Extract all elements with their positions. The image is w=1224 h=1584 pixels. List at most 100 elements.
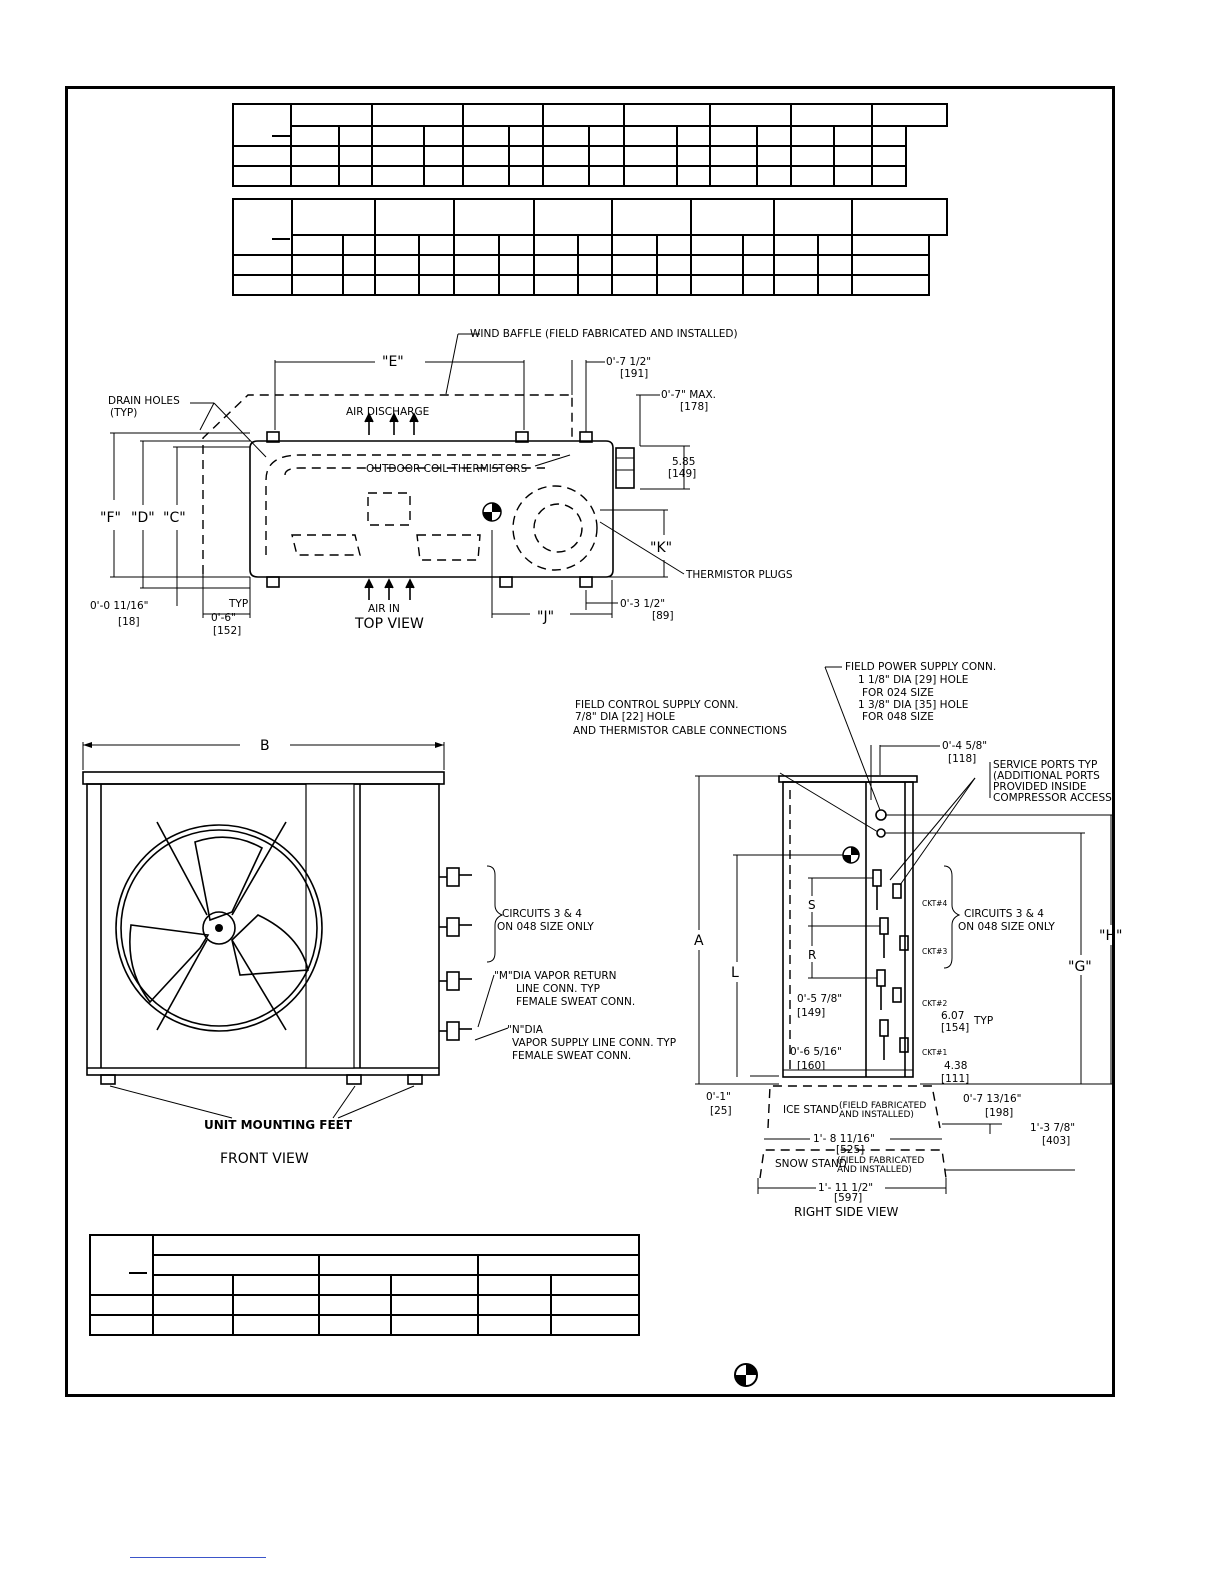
- dim-7-max-label: 0'-7" MAX.: [661, 389, 716, 401]
- mounting-foot: [346, 1074, 362, 1085]
- n-label-3: FEMALE SWEAT CONN.: [512, 1050, 631, 1062]
- footer-link-underline: [130, 1557, 266, 1558]
- dim-k-label: "K": [650, 540, 672, 556]
- dim-7-1316-mm: [198]: [985, 1107, 1013, 1119]
- outdoor-coil-thermistors-label: OUTDOOR COIL THERMISTORS: [366, 463, 528, 475]
- dimension-table-3: [89, 1234, 641, 1336]
- dim-7-1316-label: 0'-7 13/16": [963, 1093, 1021, 1105]
- drain-holes-typ: (TYP): [110, 407, 137, 419]
- front-body: [86, 783, 440, 1076]
- fan-guard: [115, 824, 323, 1032]
- dim-7-5-label: 0'-7 1/2": [606, 356, 651, 368]
- drain-holes-label: DRAIN HOLES: [108, 395, 180, 407]
- mount-tab: [579, 576, 593, 588]
- side-body: [782, 781, 914, 1078]
- front-service-connections: [439, 867, 472, 1041]
- snow-stand-label: SNOW STAND: [775, 1158, 847, 1170]
- fan-hub: [367, 492, 411, 526]
- snow-stand-field-2: AND INSTALLED): [837, 1165, 912, 1175]
- dim-s-label: S: [808, 898, 816, 912]
- n-label-2: VAPOR SUPPLY LINE CONN. TYP: [512, 1037, 676, 1049]
- power-supply-label-4: 1 3/8" DIA [35] HOLE: [858, 699, 968, 711]
- power-supply-label-1: FIELD POWER SUPPLY CONN.: [845, 661, 996, 673]
- wind-baffle-outline: [202, 394, 573, 574]
- service-valves-top: [615, 447, 635, 489]
- dim-6-516-label: 0'-6 5/16": [790, 1046, 842, 1058]
- dimension-table-2: [232, 198, 948, 296]
- top-view-body: [249, 440, 614, 578]
- dim-g-label: "G": [1068, 959, 1092, 975]
- fan-blade-top: [194, 836, 264, 922]
- control-supply-label-1: FIELD CONTROL SUPPLY CONN.: [575, 699, 739, 711]
- dim-a-label: A: [694, 933, 704, 949]
- dim-438-mm: [111]: [941, 1073, 969, 1085]
- dim-8-1116-mm: [525]: [836, 1144, 864, 1156]
- dim-6-516-mm: [160]: [797, 1060, 825, 1072]
- fan-blade-1: [291, 534, 361, 556]
- dim-11-12-mm: [597]: [834, 1192, 862, 1204]
- dim-4-58-label: 0'-4 5/8": [942, 740, 987, 752]
- mount-tab: [266, 576, 280, 588]
- compressor-inner: [533, 503, 583, 553]
- header-dash: [129, 1272, 147, 1274]
- dim-1-mm: [25]: [710, 1105, 732, 1117]
- fan-hub: [202, 911, 236, 945]
- dim-typ-label: TYP: [228, 598, 248, 610]
- ice-stand-label: ICE STAND: [783, 1104, 839, 1116]
- coil-fins: [305, 783, 355, 1069]
- dim-11-16-label: 0'-0 11/16": [90, 600, 148, 612]
- dim-c-label: "C": [163, 510, 186, 526]
- power-supply-label-2: 1 1/8" DIA [29] HOLE: [858, 674, 968, 686]
- n-label-1: "N"DIA: [507, 1024, 544, 1036]
- dim-3-5-label: 0'-3 1/2": [620, 598, 665, 610]
- ice-stand-field-1: (FIELD FABRICATED: [839, 1101, 926, 1111]
- dim-585-label: 5.85: [672, 456, 695, 468]
- dim-7-max-mm: [178]: [680, 401, 708, 413]
- header-dash: [272, 238, 290, 240]
- power-supply-label-3: FOR 024 SIZE: [862, 687, 934, 699]
- ckt3-label: CKT#3: [922, 947, 947, 956]
- service-ports-label-3: PROVIDED INSIDE: [993, 781, 1087, 793]
- m-label-2: LINE CONN. TYP: [516, 983, 600, 995]
- dim-3-78-label: 1'-3 7/8": [1030, 1122, 1075, 1134]
- ckt2-label: CKT#2: [922, 999, 947, 1008]
- air-in-label: AIR IN: [368, 603, 400, 615]
- fan-blade-2: [416, 534, 481, 561]
- dim-typ-label: TYP: [973, 1015, 993, 1027]
- dim-11-16-mm: [18]: [118, 616, 140, 628]
- dim-d-label: "D": [131, 510, 155, 526]
- dim-1-label: 0'-1": [706, 1091, 731, 1103]
- dim-5-78-mm: [149]: [797, 1007, 825, 1019]
- wind-baffle-label: WIND BAFFLE (FIELD FABRICATED AND INSTAL…: [470, 328, 738, 340]
- dim-3-78-mm: [403]: [1042, 1135, 1070, 1147]
- dim-5-78-label: 0'-5 7/8": [797, 993, 842, 1005]
- front-view-title: FRONT VIEW: [220, 1151, 309, 1167]
- side-circuits-label-1: CIRCUITS 3 & 4: [964, 908, 1044, 920]
- ckt4-label: CKT#4: [922, 899, 947, 908]
- fan-blade-right: [231, 914, 309, 976]
- dim-b-label: B: [260, 738, 270, 754]
- dim-585-mm: [149]: [668, 468, 696, 480]
- thermistor-plugs-label: THERMISTOR PLUGS: [685, 569, 793, 581]
- snow-stand-field-1: (FIELD FABRICATED: [837, 1156, 924, 1166]
- coil-outline: [265, 454, 560, 555]
- dim-e-label: "E": [382, 354, 404, 370]
- dimension-table-1: [232, 103, 948, 187]
- dim-4-58-mm: [118]: [948, 753, 976, 765]
- service-ports-label-1: SERVICE PORTS TYP: [993, 759, 1097, 771]
- dim-h-label: "H": [1099, 928, 1122, 944]
- dim-6-label: 0'-6": [211, 612, 236, 624]
- mounting-foot: [100, 1074, 116, 1085]
- dim-607-mm: [154]: [941, 1022, 969, 1034]
- dim-l-label: L: [731, 965, 739, 981]
- side-circuits-label-2: ON 048 SIZE ONLY: [958, 921, 1055, 933]
- ice-stand-field-2: AND INSTALLED): [839, 1110, 914, 1120]
- power-supply-label-5: FOR 048 SIZE: [862, 711, 934, 723]
- dim-8-1116-label: 1'- 8 11/16": [813, 1133, 875, 1145]
- dim-11-12-label: 1'- 11 1/2": [818, 1182, 873, 1194]
- control-supply-label-2: 7/8" DIA [22] HOLE: [575, 711, 675, 723]
